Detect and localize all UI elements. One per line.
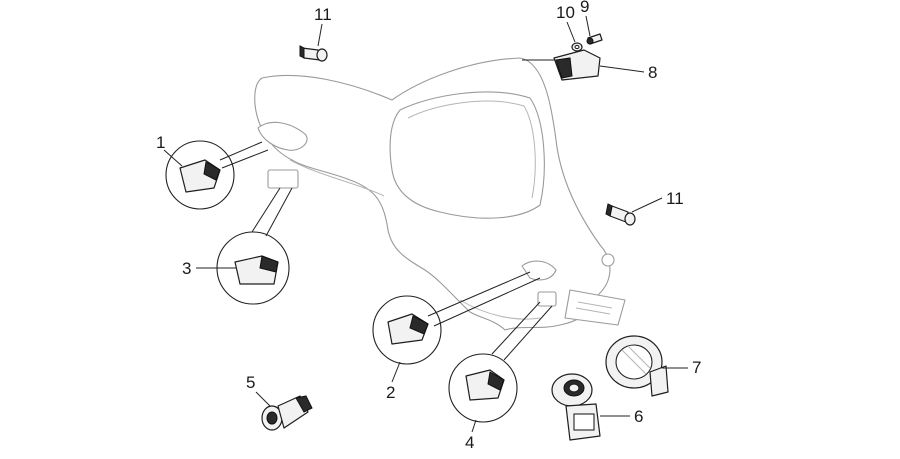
handlebar-cover-housing — [254, 57, 626, 331]
callout-11-right: 11 — [666, 189, 684, 208]
part-1-switch-inset — [165, 140, 269, 210]
callout-7: 7 — [692, 358, 701, 377]
callout-4: 4 — [465, 433, 474, 452]
callout-6: 6 — [634, 407, 643, 426]
part-4-switch-inset — [448, 301, 553, 423]
callout-3: 3 — [182, 259, 191, 278]
part-11-bulb-top — [299, 45, 328, 62]
part-2-switch-inset — [372, 271, 541, 365]
part-9-screw — [586, 33, 603, 45]
part-8-switch-block — [522, 49, 601, 81]
callout-10: 10 — [556, 3, 575, 22]
part-3-switch-inset — [216, 187, 293, 305]
callout-5: 5 — [246, 373, 255, 392]
callout-8: 8 — [648, 63, 657, 82]
part-6-ignition-barrel — [551, 373, 601, 441]
part-7-ignition-ring — [605, 335, 669, 397]
part-10-washer — [571, 42, 583, 52]
part-5-socket — [261, 395, 313, 431]
callout-1: 1 — [156, 133, 165, 152]
part-11-bulb-right — [605, 203, 636, 226]
callout-2: 2 — [386, 383, 395, 402]
callout-11-top: 11 — [314, 5, 332, 24]
callout-9: 9 — [580, 0, 589, 16]
